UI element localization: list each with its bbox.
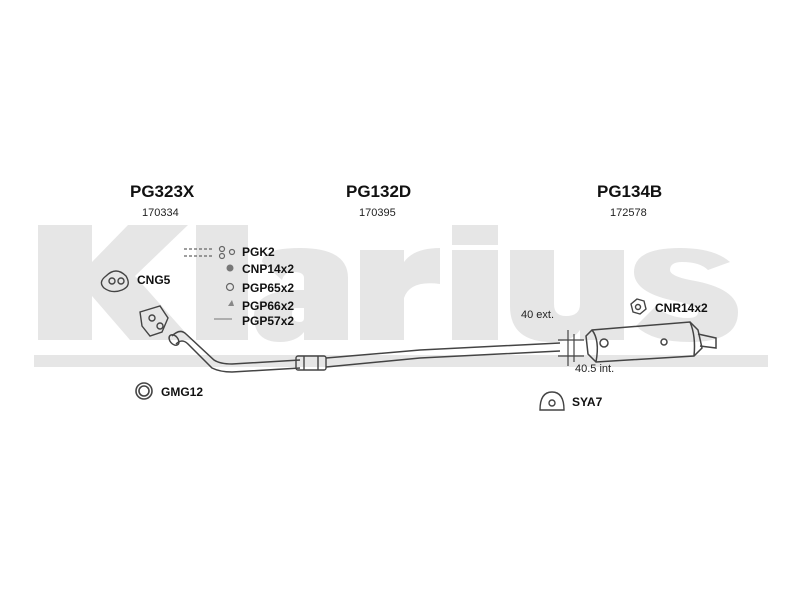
dimension-ext: 40 ext. — [521, 309, 555, 321]
fitting-label-cnp: CNP14x2 — [242, 262, 295, 276]
section-ref-rear: 172578 — [610, 207, 647, 219]
pgk-bolt-icon — [184, 245, 236, 260]
section-code-center: PG132D — [346, 182, 412, 201]
fitting-label-gmg: GMG12 — [161, 385, 204, 399]
cnr-nut-icon — [630, 298, 647, 315]
center-pipe-icon — [325, 342, 561, 368]
rear-silencer-icon — [585, 321, 717, 363]
fitting-label-pgk: PGK2 — [242, 245, 275, 259]
pgp65-clamp-icon — [225, 282, 235, 292]
fitting-label-pgp57: PGP57x2 — [242, 314, 295, 328]
watermark-logo — [34, 225, 768, 367]
fitting-label-pgp65: PGP65x2 — [242, 281, 295, 295]
section-code-rear: PG134B — [597, 182, 663, 201]
silencer-joint-icon — [558, 330, 584, 366]
section-ref-center: 170395 — [359, 207, 396, 219]
sya-hanger-icon — [539, 391, 565, 411]
section-code-front: PG323X — [130, 182, 195, 201]
pipe-joint-icon — [295, 355, 327, 371]
fitting-label-sya: SYA7 — [572, 395, 603, 409]
cnp-nut-icon — [226, 264, 234, 272]
pgp66-clamp-icon — [228, 300, 234, 306]
fitting-label-pgp66: PGP66x2 — [242, 299, 295, 313]
fitting-label-cnr: CNR14x2 — [655, 301, 708, 315]
manifold-flange-icon — [139, 305, 169, 337]
section-ref-front: 170334 — [142, 207, 179, 219]
gmg-ring-icon — [135, 382, 153, 400]
fitting-label-cng: CNG5 — [137, 273, 171, 287]
cng-gasket-icon — [100, 270, 129, 293]
front-pipe-icon — [168, 330, 301, 373]
dimension-int: 40.5 int. — [575, 363, 615, 375]
